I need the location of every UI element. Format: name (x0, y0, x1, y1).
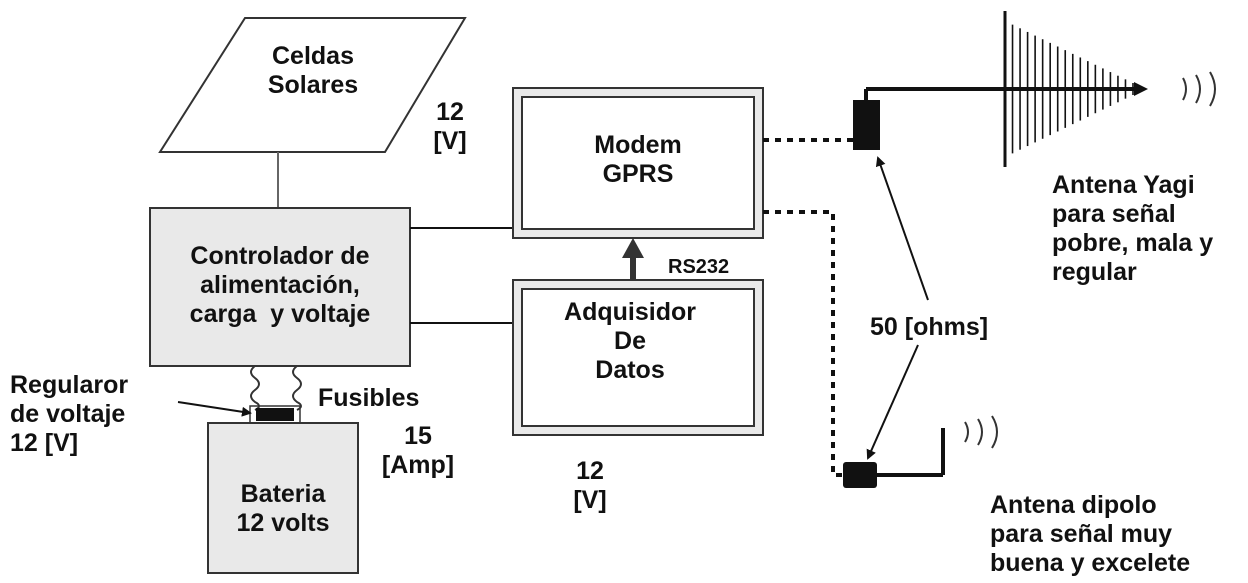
yagi-boom-arrowhead (1134, 82, 1148, 96)
impedance-label: 50 [ohms] (870, 313, 989, 341)
voltage-regulator-block (256, 408, 294, 421)
controller-label: Controlador de alimentación, carga y vol… (189, 242, 371, 328)
dipole-connector-block (843, 462, 877, 488)
fuse-wire-right (292, 365, 302, 411)
rs232-label: RS232 (668, 256, 730, 278)
solar-panel-shape (158, 17, 467, 153)
voltage-12v-bottom-label: 12 [V] (573, 457, 607, 514)
battery-label: Bateria 12 volts (236, 480, 330, 537)
data-acquisition-label: Adquisidor De Datos (564, 298, 696, 384)
yagi-antenna-label: Antena Yagi para señal pobre, mala y reg… (1052, 171, 1214, 286)
modem-box-inner (521, 96, 755, 230)
battery-box (207, 422, 359, 574)
regulator-pointer-arrow (177, 401, 252, 417)
yagi-elements (1003, 11, 1134, 167)
impedance-arrow-to-yagi (875, 156, 929, 301)
yagi-connector-block (853, 100, 880, 150)
impedance-arrow-to-dipole (866, 344, 919, 460)
rs232-arrow-head (622, 238, 644, 258)
yagi-radio-waves (1182, 71, 1216, 107)
fuses-label: Fusibles (318, 384, 420, 412)
modem-to-dipole-dotted (763, 210, 845, 477)
controller-box (149, 207, 411, 367)
fuse-wire-left (250, 365, 260, 411)
dipole-radio-waves (964, 415, 998, 449)
modem-label: Modem GPRS (594, 131, 682, 188)
solar-cells-label: Celdas Solares (267, 42, 359, 99)
acquisition-box-inner (521, 288, 755, 427)
fuse-rating-label: 15 [Amp] (381, 422, 455, 479)
voltage-12v-top-label: 12 [V] (433, 98, 467, 155)
dipole-antenna-label: Antena dipolo para señal muy buena y exc… (990, 491, 1191, 577)
voltage-regulator-label: Regularor de voltaje 12 [V] (10, 371, 129, 457)
